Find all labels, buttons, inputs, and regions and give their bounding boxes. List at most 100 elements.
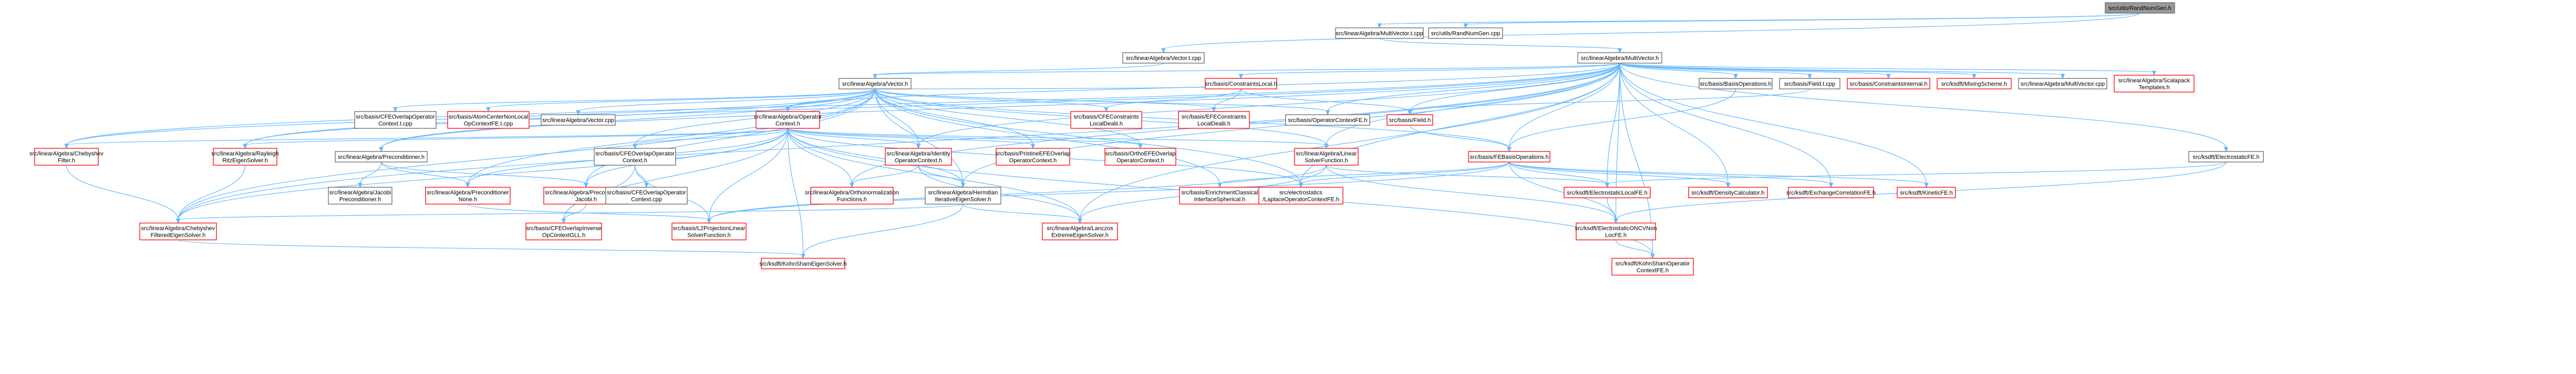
file-node-label: src/linearAlgebra/MultiVector.cpp bbox=[2021, 81, 2105, 87]
file-node-label: src/utils/RandNumGen.h bbox=[2108, 5, 2171, 12]
file-node-mix[interactable]: src/ksdft/MixingScheme.h bbox=[1937, 78, 2012, 89]
file-node-label: src/linearAlgebra/Scalapack bbox=[2118, 78, 2190, 84]
dependency-edge bbox=[1508, 161, 1731, 188]
file-node-ks-eig[interactable]: src/ksdft/KohnShamEigenSolver.h bbox=[759, 258, 847, 269]
file-node-dens[interactable]: src/ksdft/DensityCalculator.h bbox=[1688, 187, 1768, 198]
file-node-cheb-filt[interactable]: src/linearAlgebra/ChebyshevFilteredEigen… bbox=[139, 223, 217, 240]
file-node-label: Context.cpp bbox=[631, 197, 662, 203]
file-node-label: ExtremeEigenSolver.h bbox=[1051, 233, 1109, 239]
dependency-edge bbox=[1619, 63, 2157, 76]
dependency-edge bbox=[1161, 13, 2140, 54]
file-node-mv-cpp[interactable]: src/linearAlgebra/MultiVector.cpp bbox=[2018, 78, 2107, 89]
file-node-kin[interactable]: src/ksdft/KineticFE.h bbox=[1897, 187, 1956, 198]
file-node-label: src/basis/CFEOverlapOperator bbox=[356, 114, 435, 120]
dependency-edge bbox=[874, 88, 1330, 116]
dependency-edge bbox=[175, 204, 964, 224]
file-node-op-ctx[interactable]: src/linearAlgebra/OperatorContext.h bbox=[754, 111, 822, 129]
file-node-label: src/ksdft/MixingScheme.h bbox=[1941, 81, 2007, 87]
file-node-ray[interactable]: src/linearAlgebra/RayleighRitzEigenSolve… bbox=[211, 148, 279, 166]
file-node-label: src/linearAlgebra/MultiVector.h bbox=[1581, 55, 1659, 62]
dependency-edge bbox=[873, 63, 1164, 79]
file-node-label: IterativeEigenSolver.h bbox=[935, 197, 991, 203]
file-node-label: src/ksdft/KohnShamEigenSolver.h bbox=[759, 261, 846, 267]
file-node-elec-fe[interactable]: src/ksdft/ElectrostaticFE.h bbox=[2188, 151, 2264, 163]
file-node-label: src/linearAlgebra/Preconditioner.h bbox=[338, 154, 425, 160]
file-node-label: src/linearAlgebra/Operator bbox=[754, 114, 822, 120]
file-node-lap[interactable]: src/electrostatics/LaplaceOperatorContex… bbox=[1258, 187, 1343, 205]
dependency-edge bbox=[380, 161, 588, 188]
dependency-edge bbox=[1212, 88, 1242, 113]
file-node-label: SolverFunction.h bbox=[687, 233, 731, 239]
dependency-edge bbox=[850, 165, 919, 188]
file-node-elec-loc[interactable]: src/ksdft/ElectrostaticLocalFE.h bbox=[1564, 187, 1651, 198]
file-node-feb-ops[interactable]: src/basis/FEBasisOperations.h bbox=[1468, 151, 1550, 163]
dependency-edge bbox=[873, 63, 1620, 79]
file-node-cfe-opctx[interactable]: src/basis/CFEOverlapOperatorContext.t.cp… bbox=[354, 111, 437, 129]
file-node-rng-cpp[interactable]: src/utils/RandNumGen.cpp bbox=[1428, 27, 1503, 39]
file-node-ident[interactable]: src/linearAlgebra/IdentityOperatorContex… bbox=[885, 148, 952, 166]
file-node-vec-t[interactable]: src/linearAlgebra/Vector.t.cpp bbox=[1122, 52, 1205, 64]
dependency-edge bbox=[1463, 13, 2140, 29]
dependency-edge bbox=[380, 161, 470, 188]
dependency-edge bbox=[1615, 239, 1655, 259]
dependency-edge bbox=[1298, 161, 1510, 188]
dependency-edge bbox=[707, 128, 789, 224]
file-node-cons-loc[interactable]: src/basis/ConstraintsLocal.h bbox=[1205, 78, 1277, 89]
file-node-label: src/linearAlgebra/Vector.h bbox=[842, 81, 908, 87]
file-node-mv-t[interactable]: src/linearAlgebra/MultiVector.t.cpp bbox=[1335, 27, 1424, 39]
file-node-label: src/linearAlgebra/Identity bbox=[886, 151, 950, 157]
file-node-label: src/ksdft/ElectrostaticFE.h bbox=[2192, 154, 2259, 160]
dependency-edge bbox=[1619, 63, 1977, 79]
file-node-vec-h[interactable]: src/linearAlgebra/Vector.h bbox=[839, 78, 912, 89]
file-node-label: src/basis/Field.t.cpp bbox=[1784, 81, 1835, 87]
file-node-exch[interactable]: src/ksdft/ExchangeCorrelationFE.h bbox=[1786, 187, 1876, 198]
file-node-label: src/basis/AtomCenterNonLocal bbox=[449, 114, 529, 120]
file-node-enrich[interactable]: src/basis/EnrichmentClassicalInterfaceSp… bbox=[1179, 187, 1260, 205]
file-node-cfe-inv[interactable]: src/basis/CFEOverlapInverseOpContextGLL.… bbox=[525, 223, 602, 240]
file-node-label: src/linearAlgebra/Orthonormalization bbox=[805, 190, 899, 196]
file-node-label: SolverFunction.h bbox=[1305, 158, 1348, 164]
dependency-edge bbox=[1619, 63, 1891, 79]
file-node-field-t[interactable]: src/basis/Field.t.cpp bbox=[1779, 78, 1840, 89]
edges-layer bbox=[64, 13, 2229, 259]
dependency-edge bbox=[801, 204, 964, 259]
file-node-label: src/linearAlgebra/Preconditioner bbox=[427, 190, 509, 196]
file-node-lanczos[interactable]: src/linearAlgebra/LanczosExtremeEigenSol… bbox=[1042, 223, 1118, 240]
file-node-pristine[interactable]: src/basis/PristineEFEOverlapOperatorCont… bbox=[995, 148, 1071, 166]
file-node-ortho-fn[interactable]: src/linearAlgebra/OrthonormalizationFunc… bbox=[805, 187, 899, 205]
file-node-opctxfe[interactable]: src/basis/OperatorContextFE.h bbox=[1285, 114, 1370, 126]
file-node-vec-cpp[interactable]: src/linearAlgebra/Vector.cpp bbox=[541, 114, 616, 126]
file-node-label: src/basis/CFEOverlapOperator bbox=[595, 151, 675, 157]
file-node-herm[interactable]: src/linearAlgebra/HermitianIterativeEige… bbox=[925, 187, 1001, 205]
file-node-field-h[interactable]: src/basis/Field.h bbox=[1387, 114, 1433, 126]
dependency-edge bbox=[1605, 161, 2227, 188]
dependency-edge bbox=[1508, 161, 1834, 188]
dependency-edge bbox=[1238, 63, 1620, 79]
file-node-label: Templates.h bbox=[2138, 85, 2169, 91]
file-node-atom[interactable]: src/basis/AtomCenterNonLocalOpContextFE.… bbox=[447, 111, 530, 129]
file-node-cons-int[interactable]: src/basis/ConstraintsInternal.h bbox=[1847, 78, 1930, 89]
file-node-mv-h[interactable]: src/linearAlgebra/MultiVector.h bbox=[1577, 52, 1662, 64]
file-node-l2proj[interactable]: src/basis/L2ProjectionLinearSolverFuncti… bbox=[671, 223, 747, 240]
file-node-basis-ops[interactable]: src/basis/BasisOperations.h bbox=[1699, 78, 1773, 89]
file-node-ortho-efe[interactable]: src/basis/OrthoEFEOverlapOperatorContext… bbox=[1104, 148, 1176, 166]
dependency-edge bbox=[1619, 63, 2065, 79]
dependency-edge bbox=[1607, 197, 1618, 224]
file-node-label: InterfaceSpherical.h bbox=[1194, 197, 1246, 203]
file-node-label: Functions.h bbox=[837, 197, 867, 203]
file-node-precond[interactable]: src/linearAlgebra/Preconditioner.h bbox=[335, 151, 428, 163]
file-node-label: src/linearAlgebra/Chebyshev bbox=[141, 226, 215, 232]
dependency-edge bbox=[1379, 38, 1622, 54]
